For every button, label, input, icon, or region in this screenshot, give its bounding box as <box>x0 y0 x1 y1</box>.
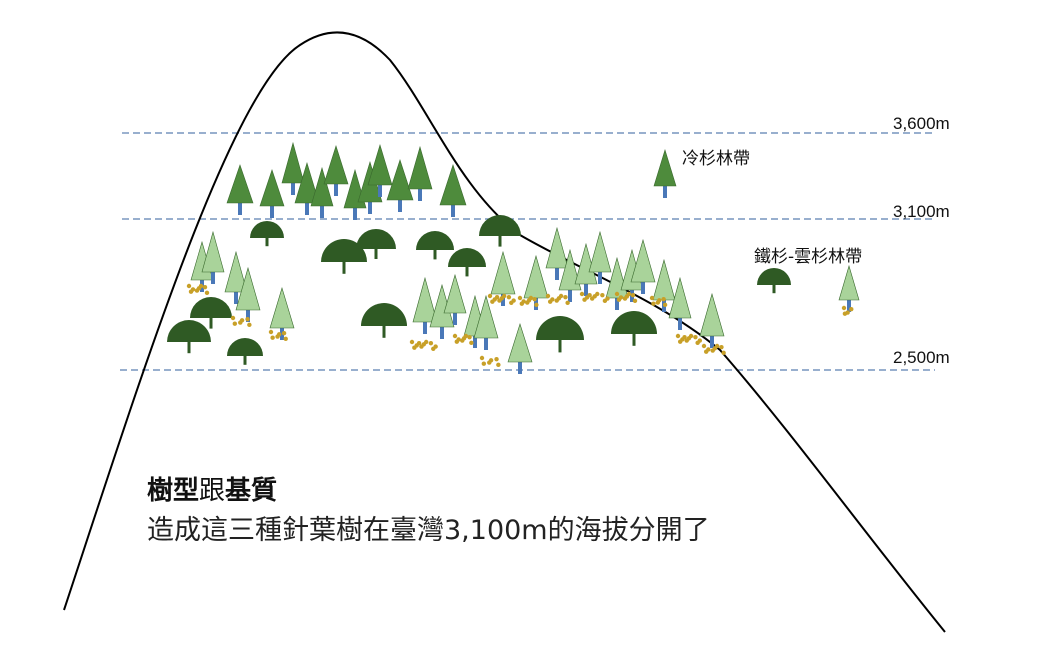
spruce-tree <box>361 303 407 338</box>
hemlock-tree <box>412 276 438 334</box>
litter-dots <box>452 333 474 346</box>
spruce-tree <box>479 215 521 247</box>
fir-tree <box>294 161 320 215</box>
elevation-label-3600: 3,600m <box>893 114 950 133</box>
caption-title-part3: 基質 <box>225 476 278 506</box>
fir-tree <box>310 166 334 218</box>
hemlock-tree <box>201 230 225 284</box>
litter-dots <box>675 333 703 346</box>
hemlock-tree <box>630 238 656 294</box>
hemlock-tree <box>224 250 248 304</box>
fir-tree <box>653 148 677 198</box>
spruce-tree <box>227 338 263 365</box>
hemlock-tree <box>473 294 499 350</box>
hemlock-tree <box>269 286 295 340</box>
litter-dots <box>517 295 539 308</box>
litter-dots <box>230 315 252 328</box>
fir-tree <box>386 159 414 212</box>
litter-dots <box>186 283 210 296</box>
caption-body: 造成這三種針葉樹在臺灣3,100m的海拔分開了 <box>147 515 710 546</box>
hemlock-tree <box>545 226 569 280</box>
hemlock-tree <box>235 266 261 322</box>
fir-tree <box>439 164 467 217</box>
fir-tree <box>407 145 433 201</box>
fir-tree <box>259 169 285 218</box>
litter-dots <box>479 355 501 368</box>
fir-forest-label: 冷杉林帶 <box>682 149 750 169</box>
litter-dots <box>614 291 638 304</box>
hemlock-tree <box>558 248 582 302</box>
litter-dots <box>545 293 570 306</box>
caption-title-part1: 樹型 <box>147 476 200 506</box>
fir-tree <box>367 143 393 197</box>
spruce-tree <box>250 221 284 247</box>
tree-layer <box>167 141 860 374</box>
mountain-outline <box>63 31 946 633</box>
fir-tree <box>323 145 349 196</box>
elevation-label-3100: 3,100m <box>893 202 950 221</box>
spruce-tree <box>321 239 367 274</box>
caption-title-part2: 跟 <box>199 476 226 506</box>
spruce-tree <box>757 268 791 294</box>
litter-dots <box>649 295 668 308</box>
hemlock-tree <box>443 273 467 325</box>
elevation-label-2500: 2,500m <box>893 348 950 367</box>
caption-title: 樹型跟基質 <box>147 470 277 507</box>
spruce-tree <box>416 231 454 260</box>
spruce-tree <box>448 248 486 277</box>
litter-dots <box>409 339 438 352</box>
hemlock-tree <box>588 230 612 284</box>
spruce-tree <box>190 297 232 329</box>
litter-dots <box>841 305 854 316</box>
litter-dots <box>487 293 516 306</box>
litter-dots <box>268 329 288 342</box>
hemlock-tree <box>699 292 725 348</box>
litter-dots <box>579 291 610 304</box>
spruce-tree <box>611 311 657 346</box>
hemlock-tree <box>507 323 533 374</box>
spruce-tree <box>356 229 396 259</box>
litter-dots <box>701 343 726 356</box>
spruce-tree <box>167 320 211 354</box>
fir-tree <box>226 164 254 215</box>
spruce-tree <box>536 316 584 353</box>
hemlock-spruce-forest-label: 鐵杉-雲杉林帶 <box>754 247 863 267</box>
hemlock-tree <box>838 264 860 312</box>
hemlock-tree <box>668 276 692 330</box>
fir-tree <box>281 141 305 195</box>
